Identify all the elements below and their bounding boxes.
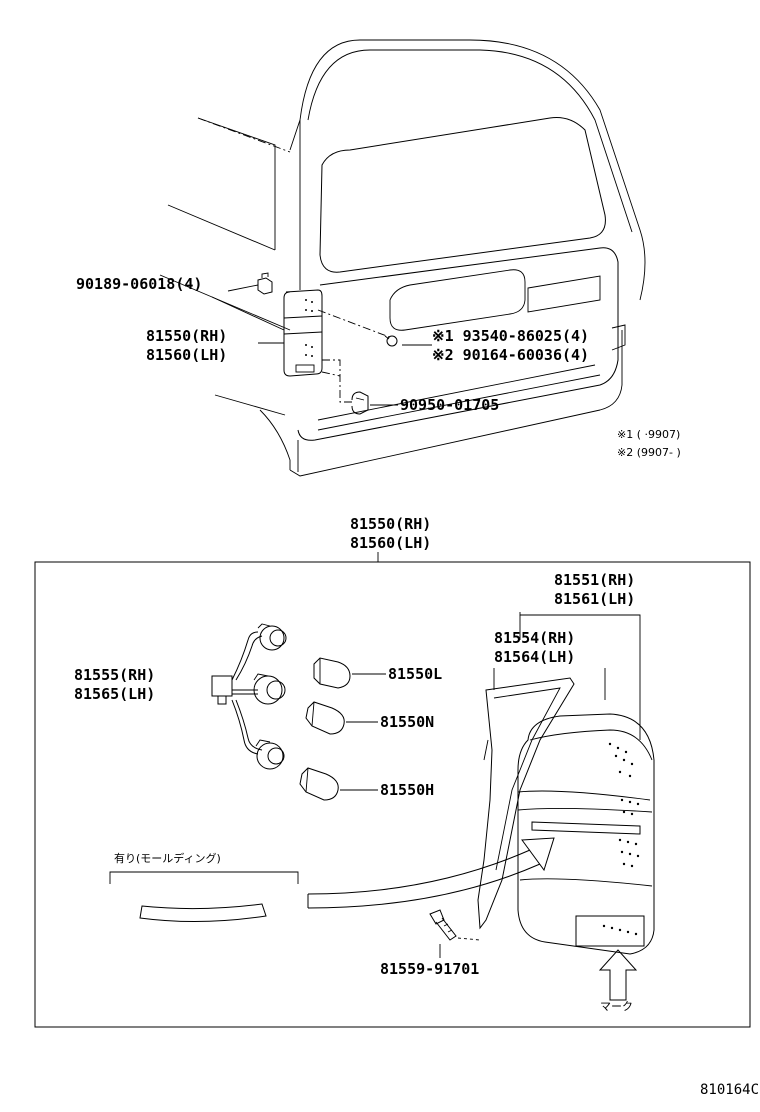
screw-note-2: ※2 90164-60036(4) (432, 346, 589, 364)
lamp-part-number-lh: 81560(LH) (146, 346, 227, 364)
socket-part-number-rh: 81555(RH) (74, 666, 155, 684)
vehicle-rear-illustration (159, 39, 646, 477)
mark-arrow (598, 949, 638, 1001)
assy-part-number-rh: 81550(RH) (350, 515, 431, 533)
footnote-2: ※2 (9907- ) (617, 446, 681, 459)
gasket-part-number-rh: 81554(RH) (494, 629, 575, 647)
bulb-icon-1 (313, 657, 351, 689)
socket-part-number-lh: 81565(LH) (74, 685, 155, 703)
clip-part-icon (257, 272, 273, 295)
cap-part-number: 90950-01705 (400, 396, 499, 414)
socket-harness (211, 623, 287, 770)
bulb-icon-3 (299, 767, 339, 801)
bulb-part-number-2: 81550N (380, 713, 434, 731)
footnote-1: ※1 ( ·9907) (617, 428, 680, 441)
molding-note: 有り(モールディング) (114, 851, 221, 865)
screw-note-1: ※1 93540-86025(4) (432, 327, 589, 345)
lamp-part-number-rh: 81550(RH) (146, 327, 227, 345)
assy-part-number-lh: 81560(LH) (350, 534, 431, 552)
cap-part-icon (351, 391, 369, 415)
detail-frame (34, 561, 751, 1028)
bulb-icon-2 (305, 701, 345, 735)
molding-illustration (139, 903, 267, 923)
gasket-illustration (477, 677, 575, 930)
molding-arrow (307, 837, 555, 909)
lens-part-number-lh: 81561(LH) (554, 590, 635, 608)
screw-detail-part-number: 81559-91701 (380, 960, 479, 978)
mark-note: マーク (600, 1000, 633, 1013)
bulb-part-number-1: 81550L (388, 665, 442, 683)
lens-part-number-rh: 81551(RH) (554, 571, 635, 589)
diagram-id: 810164C (700, 1082, 759, 1098)
screw-part-icon (384, 335, 398, 347)
lens-illustration (517, 713, 655, 955)
bulb-part-number-3: 81550H (380, 781, 434, 799)
clip-part-number: 90189-06018(4) (76, 275, 202, 293)
screw-detail-icon (429, 909, 457, 941)
tail-lamp-on-vehicle (283, 289, 323, 377)
gasket-part-number-lh: 81564(LH) (494, 648, 575, 666)
